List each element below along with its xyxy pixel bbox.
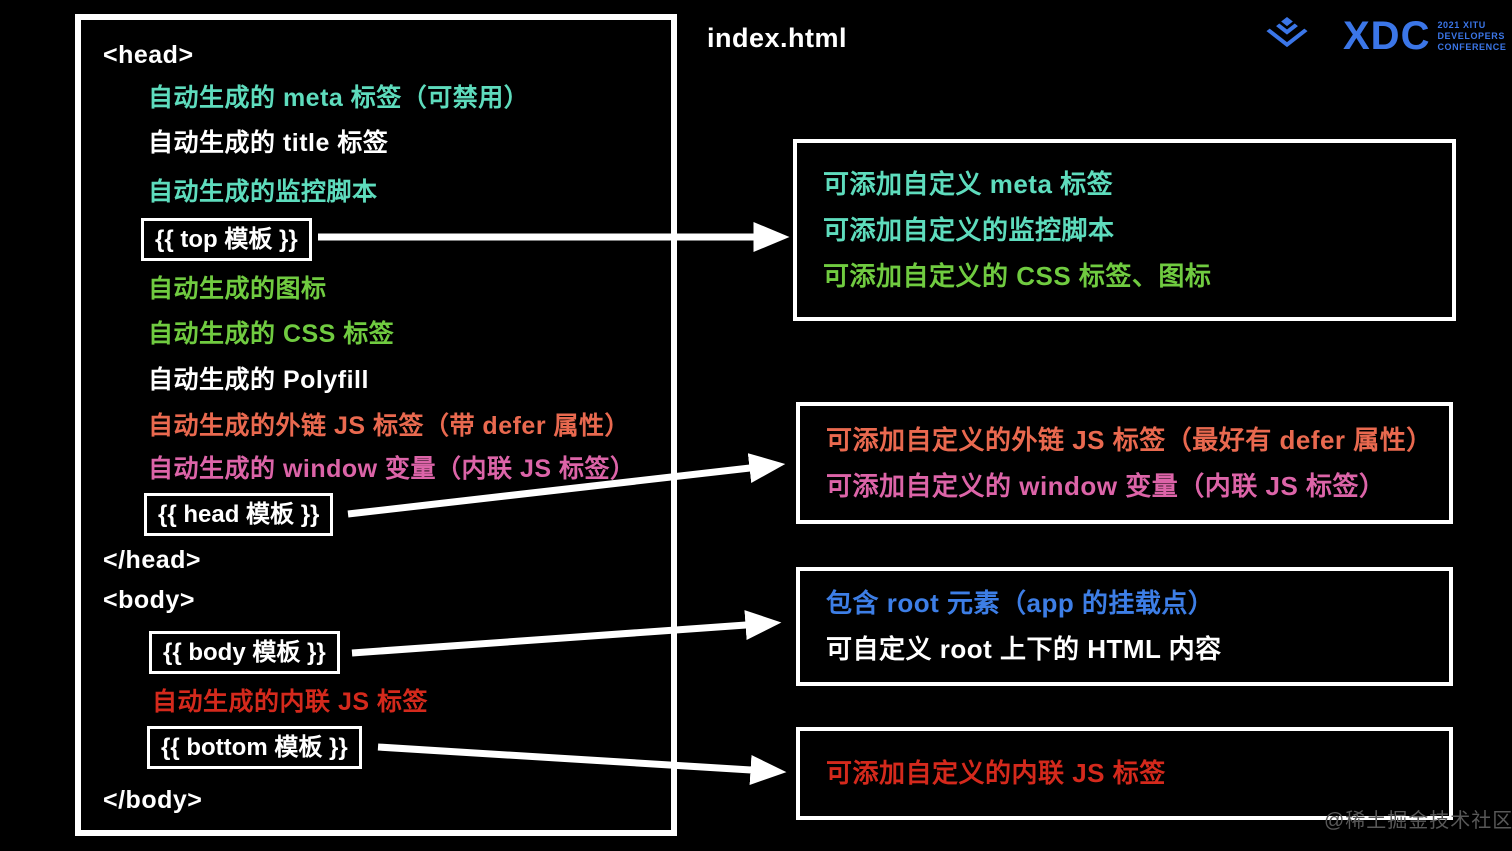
page-title: index.html — [707, 23, 848, 53]
logo-tagline-line: CONFERENCE — [1437, 42, 1507, 52]
line-auto-css: 自动生成的 CSS 标签 — [148, 320, 395, 348]
callout-line: 可添加自定义的 window 变量（内联 JS 标签） — [826, 470, 1386, 501]
tag-body-open: <body> — [103, 586, 195, 614]
line-auto-title: 自动生成的 title 标签 — [148, 129, 389, 157]
callout-line: 可添加自定义的监控脚本 — [823, 214, 1115, 245]
line-auto-favicon: 自动生成的图标 — [148, 275, 327, 303]
callout-line: 包含 root 元素（app 的挂载点） — [826, 588, 1215, 618]
template-slot-body: {{ body 模板 }} — [149, 631, 340, 674]
line-auto-polyfill: 自动生成的 Polyfill — [148, 366, 369, 394]
callout-line: 可添加自定义的内联 JS 标签 — [826, 758, 1166, 788]
callout-top-template: 可添加自定义 meta 标签 可添加自定义的监控脚本 可添加自定义的 CSS 标… — [793, 139, 1456, 321]
callout-line: 可添加自定义的 CSS 标签、图标 — [823, 260, 1212, 291]
template-slot-bottom: {{ bottom 模板 }} — [147, 726, 362, 769]
watermark: @稀土掘金技术社区 — [1324, 810, 1512, 832]
template-slot-top: {{ top 模板 }} — [141, 218, 312, 261]
callout-body-template: 包含 root 元素（app 的挂载点） 可自定义 root 上下的 HTML … — [796, 567, 1453, 686]
line-auto-inline-js: 自动生成的内联 JS 标签 — [152, 688, 428, 716]
callout-line: 可自定义 root 上下的 HTML 内容 — [826, 634, 1222, 664]
tag-head-close: </head> — [103, 546, 201, 574]
callout-head-template: 可添加自定义的外链 JS 标签（最好有 defer 属性） 可添加自定义的 wi… — [796, 402, 1453, 524]
line-auto-monitor-script: 自动生成的监控脚本 — [148, 178, 378, 206]
logo-brand-text: XDC — [1343, 14, 1431, 58]
line-auto-external-js: 自动生成的外链 JS 标签（带 defer 属性） — [148, 412, 630, 440]
callout-line: 可添加自定义 meta 标签 — [823, 168, 1114, 199]
logo-tagline: 2021 XITU DEVELOPERS CONFERENCE — [1437, 20, 1506, 53]
line-auto-window-vars: 自动生成的 window 变量（内联 JS 标签） — [148, 455, 636, 483]
template-slot-head: {{ head 模板 }} — [144, 493, 334, 536]
conference-logo: XDC 2021 XITU DEVELOPERS CONFERENCE — [1263, 14, 1506, 59]
tag-head-open: <head> — [103, 41, 194, 69]
juejin-logo-icon — [1266, 16, 1308, 47]
index-html-structure-panel: <head> 自动生成的 meta 标签（可禁用） 自动生成的 title 标签… — [75, 14, 677, 836]
line-auto-meta: 自动生成的 meta 标签（可禁用） — [148, 84, 530, 112]
tag-body-close: </body> — [103, 786, 203, 814]
logo-tagline-line: DEVELOPERS — [1437, 31, 1505, 41]
logo-tagline-line: 2021 XITU — [1437, 20, 1486, 30]
callout-line: 可添加自定义的外链 JS 标签（最好有 defer 属性） — [826, 424, 1433, 455]
callout-bottom-template: 可添加自定义的内联 JS 标签 — [796, 727, 1453, 820]
